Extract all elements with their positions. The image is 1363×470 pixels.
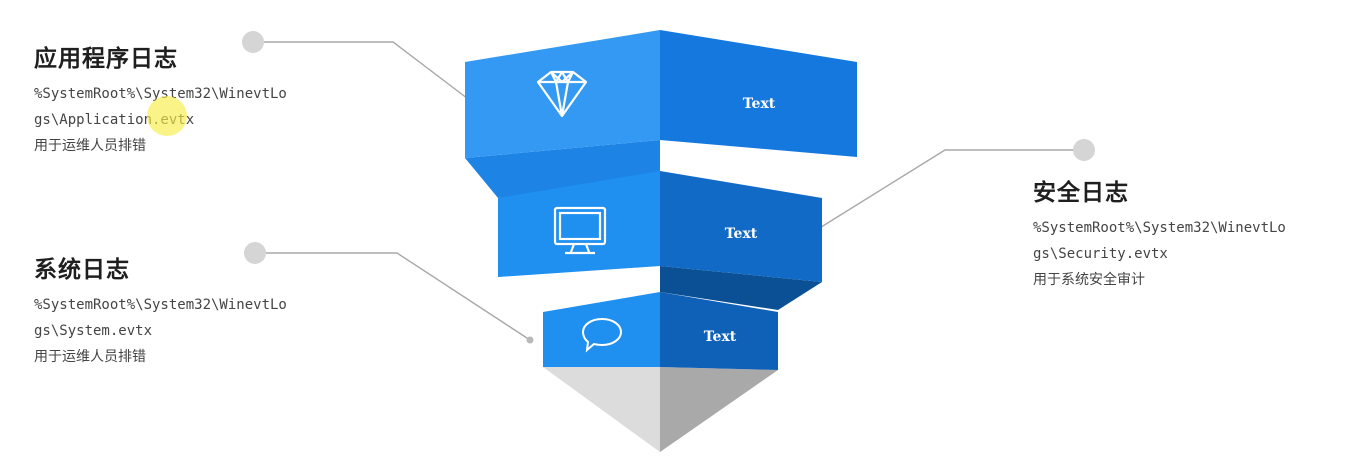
security-log-note: 用于系统安全审计 [1033, 272, 1145, 288]
cone-left-face [543, 367, 660, 452]
callout-security: 安全日志 %SystemRoot%\System32\WinevtLo gs\S… [1033, 178, 1286, 293]
bottom-tier-right-face [660, 292, 778, 370]
middle-tier-left-face [498, 171, 660, 277]
speech-bubble-icon [581, 317, 623, 353]
middle-tier-right-face [660, 171, 822, 282]
diamond-icon [536, 70, 588, 118]
system-log-note: 用于运维人员排错 [34, 349, 146, 365]
security-log-path-line1: %SystemRoot%\System32\WinevtLo [1033, 220, 1286, 236]
connector-dot-application [242, 31, 264, 53]
connector-dot-security [1073, 139, 1095, 161]
top-tier-right-face [660, 30, 857, 157]
bottom-tier-left-face [543, 292, 660, 367]
monitor-icon [553, 206, 607, 255]
connector-security [809, 149, 1084, 235]
system-log-path-line2: gs\System.evtx [34, 323, 153, 339]
cursor-highlight [147, 96, 187, 136]
system-log-title: 系统日志 [34, 256, 130, 283]
top-tier-label: Text [743, 96, 776, 112]
application-log-note: 用于运维人员排错 [34, 138, 146, 154]
cone-right-face [660, 367, 778, 452]
security-log-path-line2: gs\Security.evtx [1033, 246, 1168, 262]
connector-end-system [526, 336, 534, 344]
application-log-path-line1: %SystemRoot%\System32\WinevtLo [34, 86, 287, 102]
middle-tier-label: Text [725, 226, 758, 242]
band-middle-to-bottom [660, 266, 822, 310]
system-log-path-line1: %SystemRoot%\System32\WinevtLo [34, 297, 287, 313]
connector-system [255, 252, 531, 341]
connector-dot-system [244, 242, 266, 264]
security-log-title: 安全日志 [1033, 179, 1129, 206]
connector-application [253, 41, 481, 109]
callout-system: 系统日志 %SystemRoot%\System32\WinevtLo gs\S… [34, 255, 287, 370]
connector-lines [253, 41, 1084, 341]
top-tier-left-face [465, 30, 660, 158]
bottom-tier-label: Text [704, 329, 737, 345]
application-log-title: 应用程序日志 [34, 45, 178, 72]
